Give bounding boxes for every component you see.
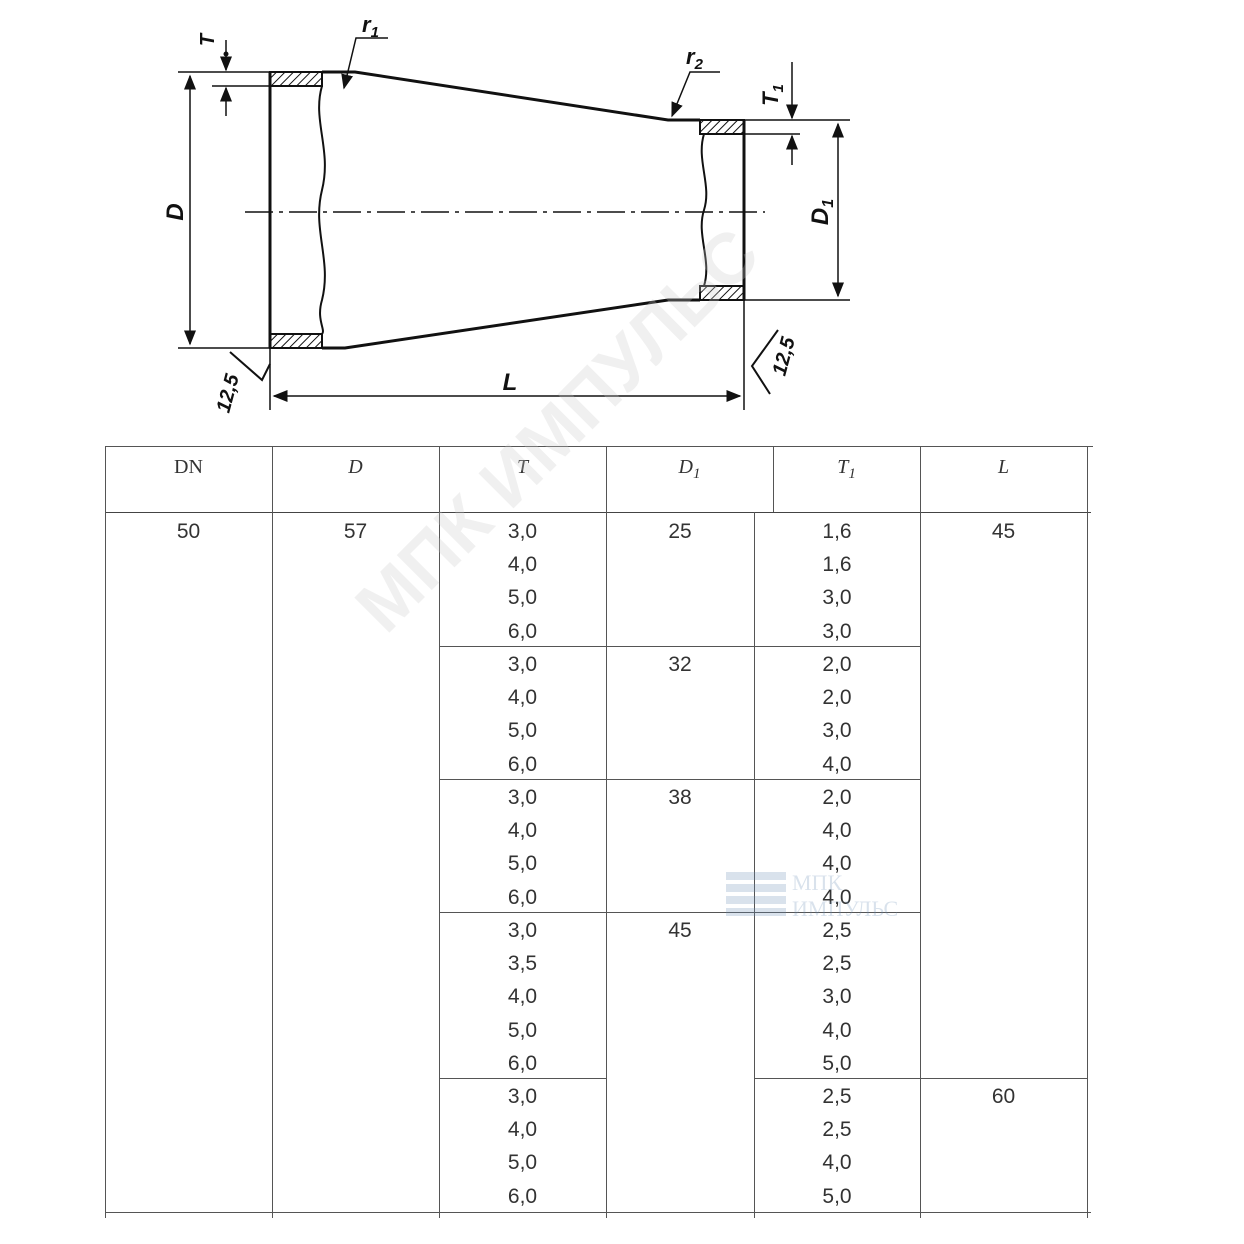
roughness-mark-right [750,329,779,395]
header-t: T [516,456,529,478]
header-dn: DN [174,456,203,478]
large-end [268,71,326,349]
header-l: L [997,456,1010,478]
label-D: D [162,203,189,220]
cell-dn: 50 [176,520,201,543]
cell-d: 57 [343,520,368,543]
cell-l-2: 60 [991,1085,1016,1108]
header-t1: T1 [837,456,856,482]
label-T1: T1 [758,84,787,106]
small-end [699,119,746,301]
header-d: D [348,456,363,478]
label-roughness-left: 12,5 [213,371,245,415]
group-1-d1: 25 [668,520,692,543]
label-T: T [197,32,219,46]
label-r2: r2 [686,44,704,73]
roughness-mark-left [229,351,271,382]
watermark-logo: МПК ИМПУЛЬС [726,870,898,921]
group-4-d1: 45 [668,919,692,942]
label-roughness-right: 12,5 [769,334,801,378]
svg-text:ИМПУЛЬС: ИМПУЛЬС [792,896,898,921]
header-d1: D1 [678,456,701,482]
svg-text:МПК: МПК [792,870,842,895]
group-2-d1: 32 [668,653,692,676]
cell-l-1: 45 [991,520,1016,543]
group-3-d1: 38 [668,786,692,809]
label-L: L [503,369,518,396]
cone-body [322,70,700,350]
label-r1: r1 [362,12,379,41]
reducer-drawing: D D1 T T1 L r1 r2 12,5 12,5 [162,12,850,415]
extension-lines [178,71,850,410]
label-D1: D1 [807,199,837,225]
